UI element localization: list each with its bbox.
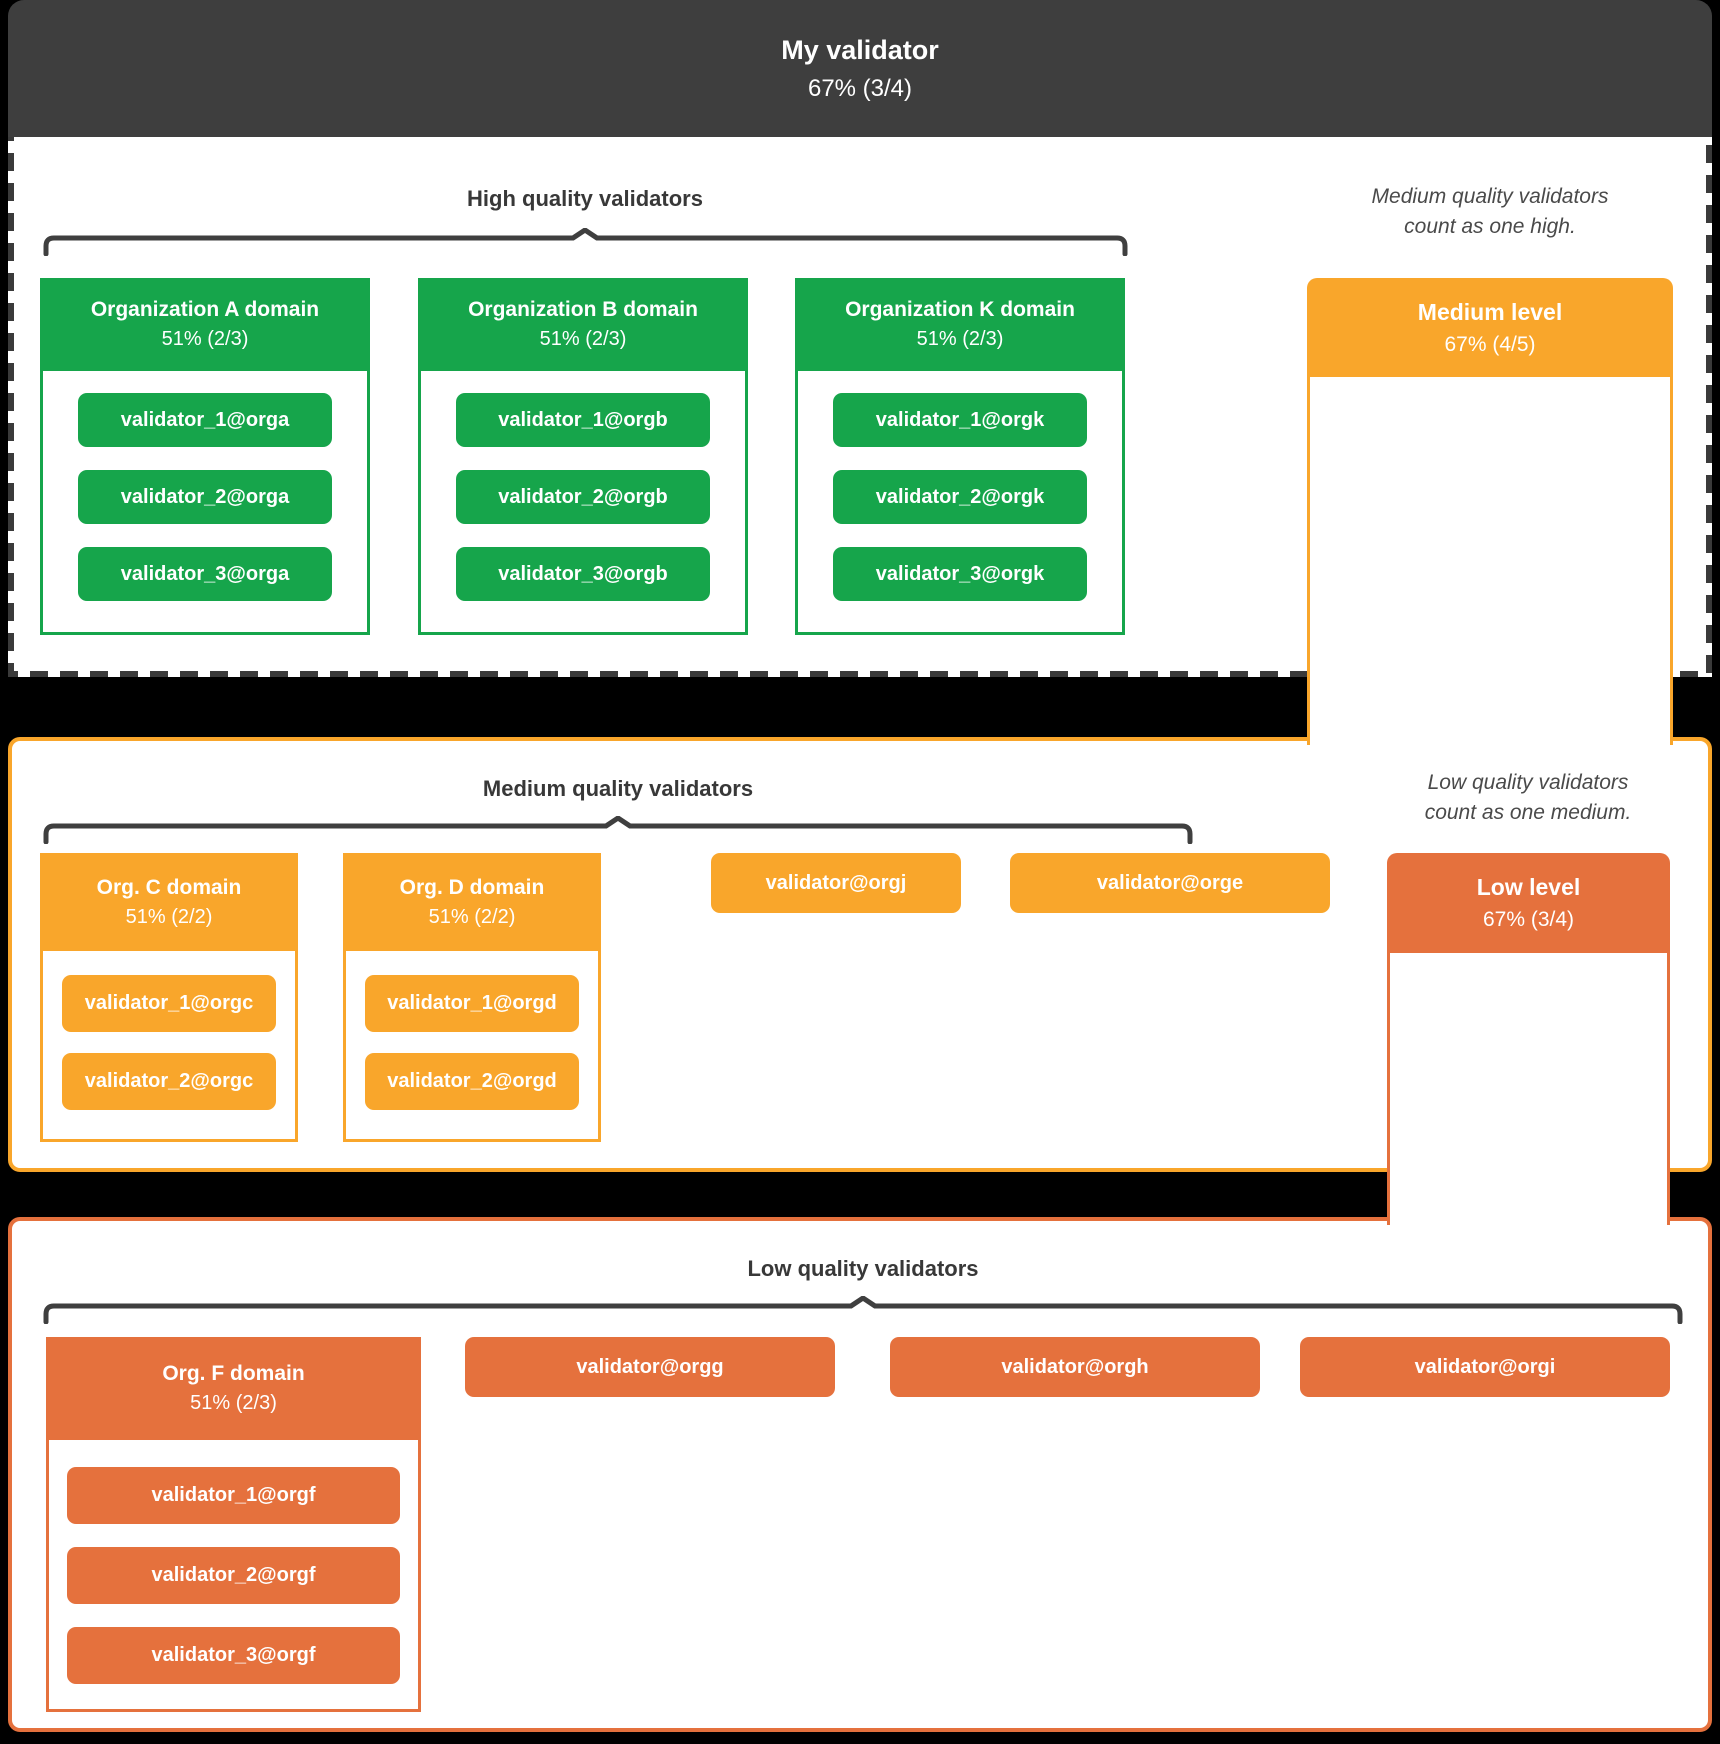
my-validator-header: My validator 67% (3/4) — [8, 0, 1712, 137]
low-level-body — [1387, 953, 1670, 1225]
validator-pill: validator_3@orgk — [833, 547, 1087, 601]
low-level-box: Low level 67% (3/4) — [1387, 853, 1670, 1225]
org-box-header: Organization K domain 51% (2/3) — [795, 278, 1125, 371]
high-section-title: High quality validators — [467, 186, 703, 211]
org-box-body: validator_1@orga validator_2@orga valida… — [43, 371, 367, 632]
validator-pill-orgj: validator@orgj — [711, 853, 961, 913]
validator-pill: validator_2@orgf — [67, 1547, 400, 1604]
org-box-header: Org. C domain 51% (2/2) — [40, 853, 298, 951]
low-section-title: Low quality validators — [747, 1256, 979, 1281]
org-box-body: validator_1@orgk validator_2@orgk valida… — [798, 371, 1122, 632]
validator-pill-orgi: validator@orgi — [1300, 1337, 1670, 1397]
medium-level-box: Medium level 67% (4/5) — [1307, 278, 1673, 745]
high-brace — [43, 228, 1128, 256]
validator-pill: validator_2@orgd — [365, 1053, 579, 1110]
validator-pill: validator_2@orgc — [62, 1053, 276, 1110]
validator-pill: validator_1@orga — [78, 393, 332, 447]
org-quorum: 51% (2/3) — [539, 328, 627, 350]
validator-pill: validator_3@orga — [78, 547, 332, 601]
org-box-body: validator_1@orgf validator_2@orgf valida… — [49, 1440, 418, 1709]
validator-pill: validator_1@orgf — [67, 1467, 400, 1524]
validator-pill: validator_2@orgk — [833, 470, 1087, 524]
org-box-orgb: Organization B domain 51% (2/3) validato… — [418, 278, 748, 635]
low-brace — [43, 1296, 1683, 1324]
validator-pill: validator_1@orgb — [456, 393, 710, 447]
org-box-body: validator_1@orgc validator_2@orgc — [43, 951, 295, 1139]
medium-level-header: Medium level 67% (4/5) — [1307, 278, 1673, 377]
validator-pill: validator_1@orgk — [833, 393, 1087, 447]
validator-pill: validator_3@orgb — [456, 547, 710, 601]
my-validator-title: My validator — [781, 34, 939, 65]
org-name: Organization B domain — [468, 298, 698, 321]
org-box-header: Organization B domain 51% (2/3) — [418, 278, 748, 371]
org-quorum: 51% (2/3) — [190, 1392, 277, 1414]
validator-pill: validator_1@orgc — [62, 975, 276, 1032]
org-box-header: Org. F domain 51% (2/3) — [46, 1337, 421, 1440]
org-quorum: 51% (2/2) — [125, 905, 213, 928]
org-box-header: Org. D domain 51% (2/2) — [343, 853, 601, 951]
org-quorum: 51% (2/2) — [428, 905, 516, 928]
org-name: Organization K domain — [845, 298, 1075, 321]
org-name: Organization A domain — [90, 298, 320, 321]
validator-pill: validator_2@orga — [78, 470, 332, 524]
low-level-header: Low level 67% (3/4) — [1387, 853, 1670, 953]
org-box-body: validator_1@orgb validator_2@orgb valida… — [421, 371, 745, 632]
medium-brace — [43, 816, 1193, 844]
note-line: count as one high. — [1404, 215, 1576, 238]
org-name: Org. F domain — [162, 1362, 305, 1385]
medium-level-body — [1307, 377, 1673, 745]
my-validator-score: 67% (3/4) — [807, 74, 913, 102]
org-box-orga: Organization A domain 51% (2/3) validato… — [40, 278, 370, 635]
org-name: Org. C domain — [96, 875, 242, 899]
validator-pill-orgh: validator@orgh — [890, 1337, 1260, 1397]
validator-pill-orgg: validator@orgg — [465, 1337, 835, 1397]
org-box-orgd: Org. D domain 51% (2/2) validator_1@orgd… — [343, 853, 601, 1142]
medium-section-title: Medium quality validators — [482, 776, 754, 801]
level-title: Medium level — [1417, 298, 1563, 325]
validator-pill: validator_3@orgf — [67, 1627, 400, 1684]
validator-pill: validator_1@orgd — [365, 975, 579, 1032]
note-line: Low quality validators — [1427, 771, 1629, 794]
note-line: count as one medium. — [1424, 801, 1632, 824]
org-box-header: Organization A domain 51% (2/3) — [40, 278, 370, 371]
note-line: Medium quality validators — [1371, 185, 1609, 208]
level-score: 67% (4/5) — [1444, 332, 1536, 356]
org-box-body: validator_1@orgd validator_2@orgd — [346, 951, 598, 1139]
org-quorum: 51% (2/3) — [916, 328, 1004, 350]
org-name: Org. D domain — [399, 875, 545, 899]
validator-pill-orge: validator@orge — [1010, 853, 1330, 913]
org-quorum: 51% (2/3) — [161, 328, 249, 350]
medium-counts-note: Medium quality validators count as one h… — [1290, 182, 1690, 242]
low-counts-note: Low quality validators count as one medi… — [1328, 768, 1720, 828]
org-box-orgc: Org. C domain 51% (2/2) validator_1@orgc… — [40, 853, 298, 1142]
validator-pill: validator_2@orgb — [456, 470, 710, 524]
org-box-orgf: Org. F domain 51% (2/3) validator_1@orgf… — [46, 1337, 421, 1712]
org-box-orgk: Organization K domain 51% (2/3) validato… — [795, 278, 1125, 635]
level-score: 67% (3/4) — [1482, 908, 1575, 931]
level-title: Low level — [1476, 874, 1581, 900]
